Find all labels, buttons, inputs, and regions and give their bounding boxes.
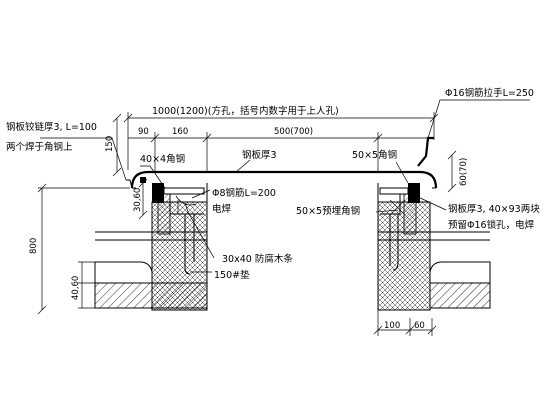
angle-40x4-label: 40×4角钢 bbox=[140, 153, 185, 165]
angle-50x5-label: 50×5角钢 bbox=[352, 149, 397, 161]
rebar-phi8-label: Φ8钢筋L=200 bbox=[212, 187, 276, 199]
wood-strip-label: 30x40 防腐木条 bbox=[222, 253, 293, 265]
left-angle-frame bbox=[152, 183, 205, 235]
dim-160-label: 160 bbox=[172, 127, 188, 137]
cover-plate bbox=[130, 170, 438, 189]
mortar-label: 150#垫 bbox=[214, 269, 250, 281]
hinge-plate-label: 钢板铰链厚3, L=100 bbox=[6, 121, 97, 133]
width-total-label: 1000(1200)(方孔，括号内数字用于上人孔) bbox=[152, 105, 339, 117]
handle-spec-label: Φ16钢筋拉手L=250 bbox=[445, 87, 534, 99]
right-base-slab bbox=[429, 261, 491, 309]
embedded-angle-label: 50×5预埋角钢 bbox=[296, 205, 360, 217]
dim-150-label: 150 bbox=[105, 136, 115, 152]
hinge bbox=[126, 177, 146, 189]
steel-plate-label: 钢板厚3 bbox=[242, 149, 277, 161]
dim-60-70-label: 60(70) bbox=[459, 158, 469, 186]
dim-100-label: 100 bbox=[384, 321, 400, 331]
dim-30-60-label: 30,60 bbox=[133, 188, 143, 212]
rebar-hooks bbox=[184, 214, 399, 275]
plate-right-label: 钢板厚3, 40×93两块 bbox=[448, 203, 540, 215]
dim-40-60-label: 40,60 bbox=[71, 276, 81, 300]
dim-500-label: 500(700) bbox=[274, 127, 313, 137]
dim-90-label: 90 bbox=[138, 127, 149, 137]
right-angle-frame bbox=[379, 183, 420, 235]
handle bbox=[417, 136, 434, 167]
hinge-weld-label: 两个焊于角钢上 bbox=[6, 141, 73, 153]
dim-800-label: 800 bbox=[29, 238, 39, 254]
lock-hole-label: 预留Φ16锁孔，电焊 bbox=[448, 219, 535, 231]
dim-60-label: 60 bbox=[414, 321, 425, 331]
left-base-slab bbox=[94, 261, 208, 309]
electric-weld-label: 电焊 bbox=[212, 203, 232, 215]
